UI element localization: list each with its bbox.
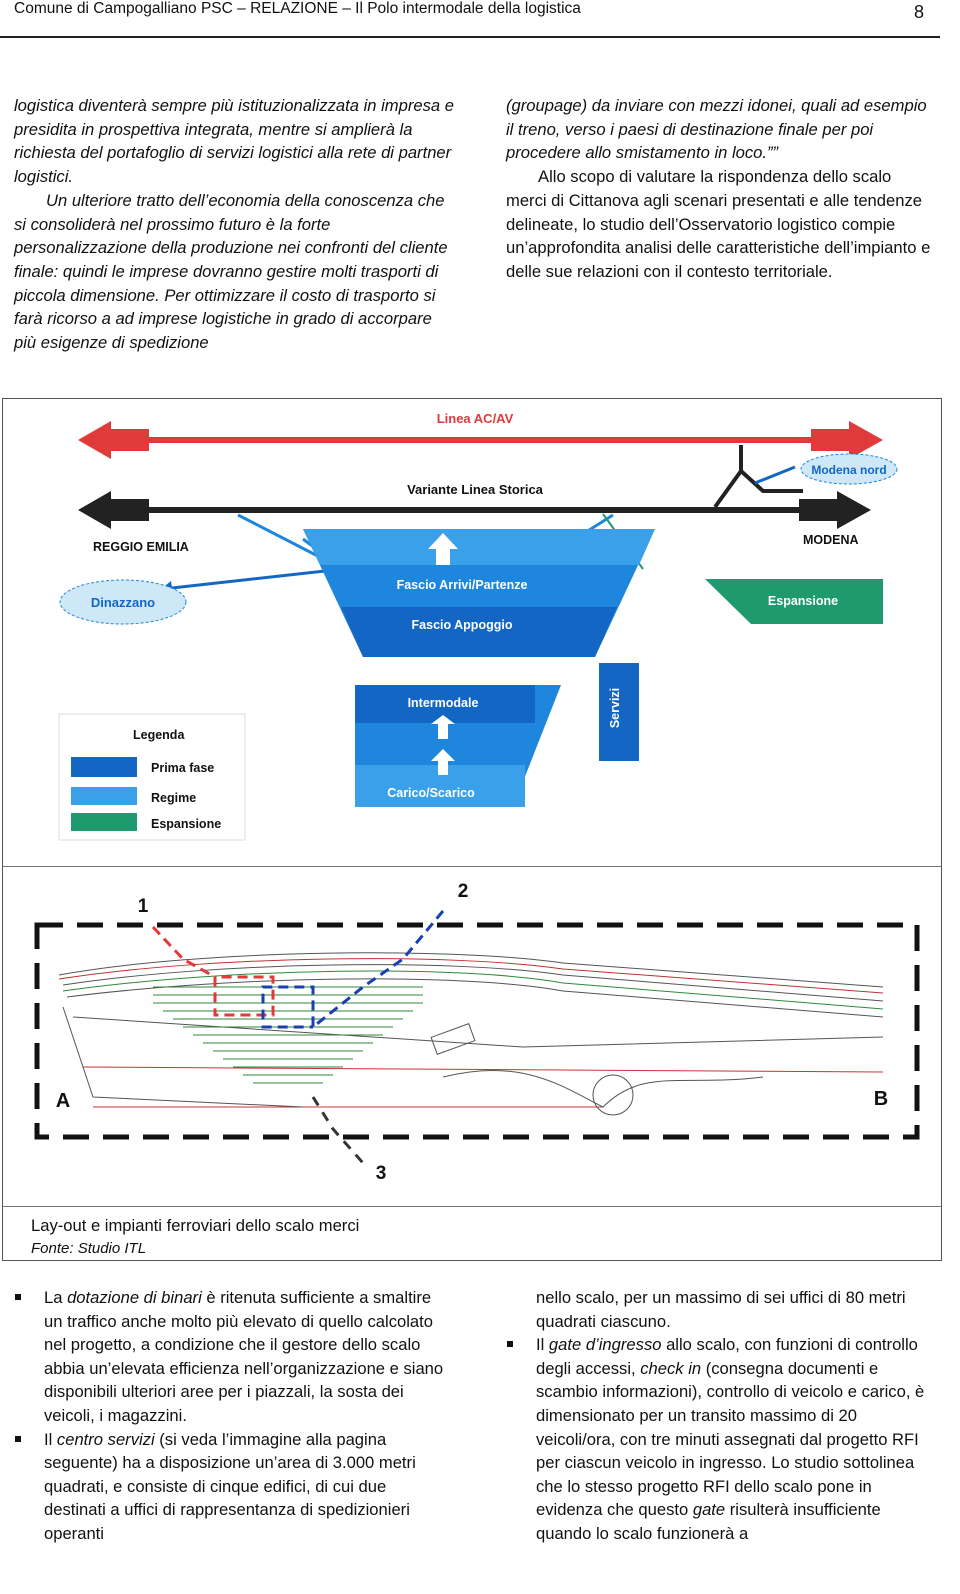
legend-item-espansione: Espansione [151, 817, 221, 831]
header-title: Comune di Campogalliano PSC – RELAZIONE … [14, 0, 581, 17]
line-storica [103, 507, 843, 513]
label-espansione: Espansione [768, 594, 838, 608]
plan-boundary [34, 922, 920, 1140]
yard-sidings [153, 986, 423, 1084]
up-arrow-icon [428, 533, 458, 565]
arrow-left-black [78, 491, 111, 529]
legend-title: Legenda [133, 728, 185, 742]
legend-item-regime: Regime [151, 791, 196, 805]
bullet-binari: La dotazione di binari è ritenuta suffic… [14, 1286, 444, 1428]
oval-modena-nord [800, 453, 898, 485]
left-bullet-column: La dotazione di binari è ritenuta suffic… [14, 1286, 444, 1546]
bullet-continuation: nello scalo, per un massimo di sei uffic… [536, 1288, 906, 1331]
label-servizi: Servizi [608, 688, 622, 728]
label-fascio-appoggio: Fascio Appoggio [412, 618, 513, 632]
right-paragraph-1: (groupage) da inviare con mezzi idonei, … [506, 96, 927, 163]
figure-separator [3, 866, 941, 867]
rail-yard-plan: 1 2 3 A B [34, 881, 920, 1184]
left-text-column: logistica diventerà sempre più istituzio… [14, 94, 454, 355]
caption-separator [3, 1206, 941, 1207]
label-modena: MODENA [803, 533, 859, 547]
servizi-block [599, 663, 639, 761]
bullet-centro-servizi: Il centro servizi (si veda l’immagine al… [14, 1428, 444, 1546]
legend-swatch-prima [71, 757, 137, 777]
legend-item-prima: Prima fase [151, 761, 214, 775]
section-line-3 [311, 1096, 365, 1164]
left-paragraph-2: Un ulteriore tratto dell’economia della … [14, 190, 448, 353]
legend-box [58, 713, 246, 841]
right-bullet-column: nello scalo, per un massimo di sei uffic… [506, 1286, 936, 1546]
espansione-area [705, 579, 883, 624]
arrow-right-red [849, 421, 883, 459]
arrow-left-red [78, 421, 111, 459]
page-header: Comune di Campogalliano PSC – RELAZIONE … [0, 0, 940, 38]
label-plan-2: 2 [458, 881, 469, 902]
figure-frame: Linea AC/AV Variante Linea Storica Moden… [2, 398, 942, 1261]
rail-schematic-diagram: Linea AC/AV Variante Linea Storica Moden… [58, 411, 898, 841]
label-fascio-arrivi: Fascio Arrivi/Partenze [397, 578, 528, 592]
section-line-2 [261, 910, 445, 1031]
bullet-gate: Il gate d’ingresso allo scalo, con funzi… [506, 1333, 936, 1545]
label-dinazzano: Dinazzano [91, 595, 155, 610]
label-linea-acav: Linea AC/AV [437, 411, 514, 426]
building-outline [430, 1023, 476, 1055]
line-acav [103, 437, 843, 443]
roundabout [592, 1074, 634, 1116]
arrow-right-black [837, 491, 871, 529]
label-intermodale: Intermodale [408, 696, 479, 710]
caption-source: Fonte: Studio ITL [31, 1240, 147, 1257]
right-paragraph-2: Allo scopo di valutare la rispondenza de… [506, 167, 931, 281]
legend-swatch-espansione [71, 813, 137, 831]
figure-caption: Lay-out e impianti ferroviari dello scal… [31, 1214, 359, 1260]
label-plan-3: 3 [376, 1163, 387, 1184]
label-variante: Variante Linea Storica [407, 482, 544, 497]
right-text-column: (groupage) da inviare con mezzi idonei, … [506, 94, 936, 284]
label-plan-a: A [56, 1090, 70, 1112]
label-modena-nord: Modena nord [811, 463, 886, 477]
page-number: 8 [913, 2, 924, 22]
legend-swatch-regime [71, 787, 137, 805]
label-plan-1: 1 [138, 896, 149, 917]
oval-dinazzano [59, 579, 187, 625]
section-line-1 [151, 925, 275, 1017]
label-reggio: REGGIO EMILIA [93, 540, 189, 554]
caption-title: Lay-out e impianti ferroviari dello scal… [31, 1216, 360, 1235]
label-plan-b: B [874, 1088, 888, 1110]
label-carico-scarico: Carico/Scarico [387, 786, 475, 800]
left-paragraph-1: logistica diventerà sempre più istituzio… [14, 96, 454, 187]
